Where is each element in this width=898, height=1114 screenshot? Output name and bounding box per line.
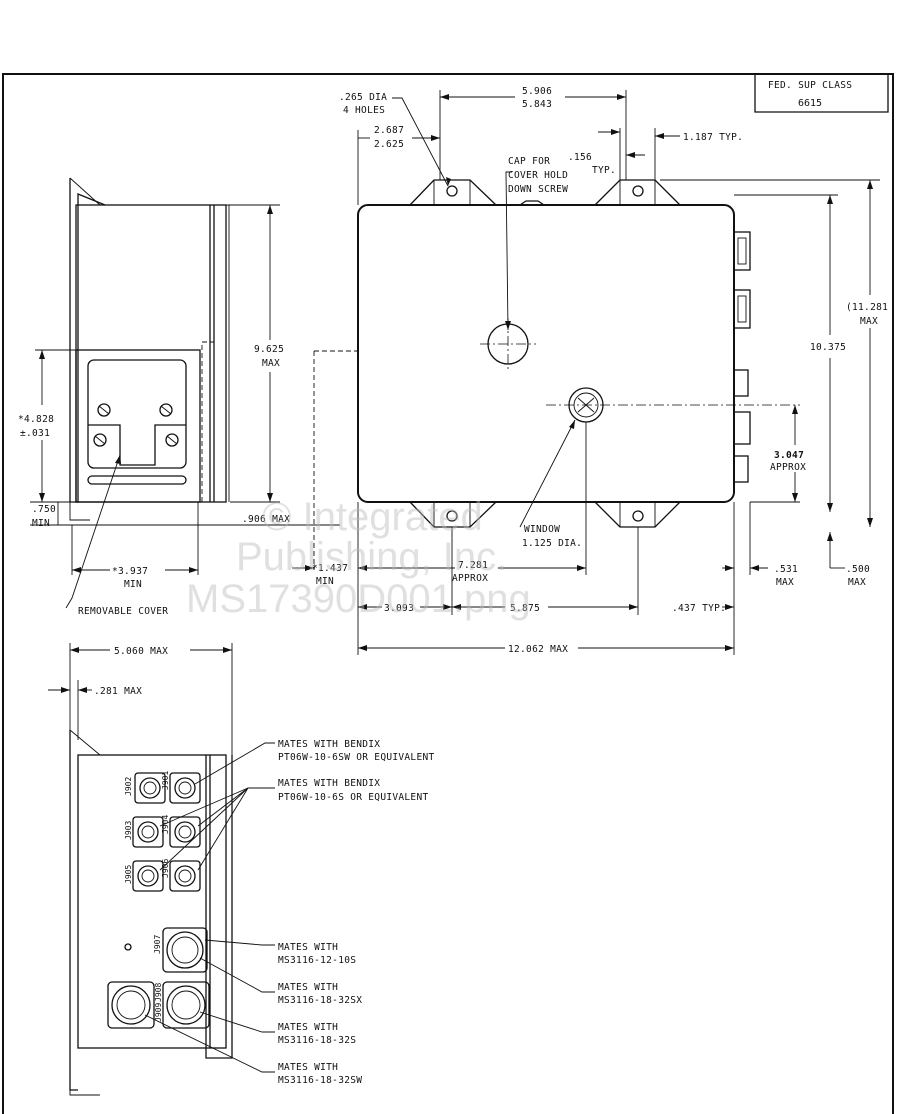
watermark: © Integrated Publishing, Inc. MS17390D00… bbox=[186, 495, 531, 621]
dim-3093: 3.093 bbox=[384, 603, 414, 614]
dim-156: .156 bbox=[568, 152, 592, 163]
note-mates-4b: MS3116-18-32SX bbox=[278, 995, 362, 1006]
dim-500-max: MAX bbox=[848, 577, 866, 588]
front-view: .265 DIA 4 HOLES 2.687 2.625 5.906 5.843… bbox=[292, 86, 888, 655]
dim-2687: 2.687 bbox=[374, 125, 404, 136]
side-view: 9.625 MAX *4.828 ±.031 .750 MIN .906 MAX… bbox=[18, 177, 340, 617]
dim-5906: 5.906 bbox=[522, 86, 552, 97]
note-mates-1b: PT06W-10-6SW OR EQUIVALENT bbox=[278, 752, 435, 763]
note-mates-6b: MS3116-18-32SW bbox=[278, 1075, 362, 1086]
dim-7281-approx: APPROX bbox=[452, 573, 488, 584]
dim-5843: 5.843 bbox=[522, 99, 552, 110]
note-mates-1a: MATES WITH BENDIX bbox=[278, 739, 380, 750]
connector-tag: J903 bbox=[124, 821, 133, 840]
note-mates-5a: MATES WITH bbox=[278, 1022, 338, 1033]
dim-2625: 2.625 bbox=[374, 139, 404, 150]
connector-tag: J907 bbox=[153, 935, 162, 954]
connector-tag: J904 bbox=[161, 815, 170, 834]
note-mates-3b: MS3116-12-10S bbox=[278, 955, 356, 966]
note-window-2: 1.125 DIA. bbox=[522, 538, 582, 549]
dim-500: .500 bbox=[846, 564, 870, 575]
note-mates-6a: MATES WITH bbox=[278, 1062, 338, 1073]
dim-3937: *3.937 bbox=[112, 566, 148, 577]
note-cap-1: CAP FOR bbox=[508, 156, 550, 167]
dim-906: .906 MAX bbox=[242, 514, 290, 525]
dim-531-max: MAX bbox=[776, 577, 794, 588]
note-mates-5b: MS3116-18-32S bbox=[278, 1035, 356, 1046]
watermark-line-3: MS17390D001.png bbox=[186, 577, 531, 621]
dim-3047: 3.047 bbox=[774, 450, 804, 461]
connector-tag: J902 bbox=[124, 777, 133, 796]
dim-5060: 5.060 MAX bbox=[114, 646, 168, 657]
dim-9625: 9.625 bbox=[254, 344, 284, 355]
dim-1187: 1.187 TYP. bbox=[683, 132, 743, 143]
large-connectors bbox=[107, 927, 210, 1029]
dim-1437-min: MIN bbox=[316, 576, 334, 587]
small-connectors bbox=[132, 772, 201, 892]
note-holes-2: 4 HOLES bbox=[343, 105, 385, 116]
dim-9625-max: MAX bbox=[262, 358, 280, 369]
note-mates-3a: MATES WITH bbox=[278, 942, 338, 953]
connector-tag: J906 bbox=[161, 859, 170, 878]
connector-tag: J908 bbox=[154, 983, 163, 1002]
dim-750: .750 bbox=[32, 504, 56, 515]
dim-11281: (11.281 bbox=[846, 302, 888, 313]
connector-tag: J901 bbox=[161, 771, 170, 790]
title-block-value: 6615 bbox=[798, 98, 822, 109]
sheet-border bbox=[2, 73, 894, 1114]
note-holes-1: .265 DIA bbox=[339, 92, 387, 103]
connector-tag: J909 bbox=[154, 1003, 163, 1022]
dim-750-min: MIN bbox=[32, 518, 50, 529]
dim-156-typ: TYP. bbox=[592, 165, 616, 176]
dim-7281: 7.281 bbox=[458, 560, 488, 571]
note-mates-2a: MATES WITH BENDIX bbox=[278, 778, 380, 789]
dim-1437: *1.437 bbox=[312, 563, 348, 574]
dim-4828-tol: ±.031 bbox=[20, 428, 50, 439]
connector-tag: J905 bbox=[124, 865, 133, 884]
watermark-line-1: © Integrated bbox=[262, 495, 483, 539]
title-block: FED. SUP CLASS 6615 bbox=[754, 74, 889, 113]
dim-281: .281 MAX bbox=[94, 686, 142, 697]
note-mates-4a: MATES WITH bbox=[278, 982, 338, 993]
dim-5875: 5.875 bbox=[510, 603, 540, 614]
note-mates-2b: PT06W-10-6S OR EQUIVALENT bbox=[278, 792, 429, 803]
dim-3047-approx: APPROX bbox=[770, 462, 806, 473]
title-block-label: FED. SUP CLASS bbox=[768, 80, 852, 91]
bottom-view: 5.060 MAX .281 MAX bbox=[48, 643, 435, 1096]
watermark-line-2: Publishing, Inc. bbox=[236, 535, 507, 579]
dim-12062: 12.062 MAX bbox=[508, 644, 568, 655]
dim-10375: 10.375 bbox=[810, 342, 846, 353]
dim-437: .437 TYP. bbox=[672, 603, 726, 614]
removable-cover-label: REMOVABLE COVER bbox=[78, 606, 168, 617]
note-window-1: WINDOW bbox=[524, 524, 560, 535]
note-cap-2: COVER HOLD bbox=[508, 170, 568, 181]
dim-11281-max: MAX bbox=[860, 316, 878, 327]
dim-4828: *4.828 bbox=[18, 414, 54, 425]
dim-3937-min: MIN bbox=[124, 579, 142, 590]
dim-531: .531 bbox=[774, 564, 798, 575]
note-cap-3: DOWN SCREW bbox=[508, 184, 568, 195]
